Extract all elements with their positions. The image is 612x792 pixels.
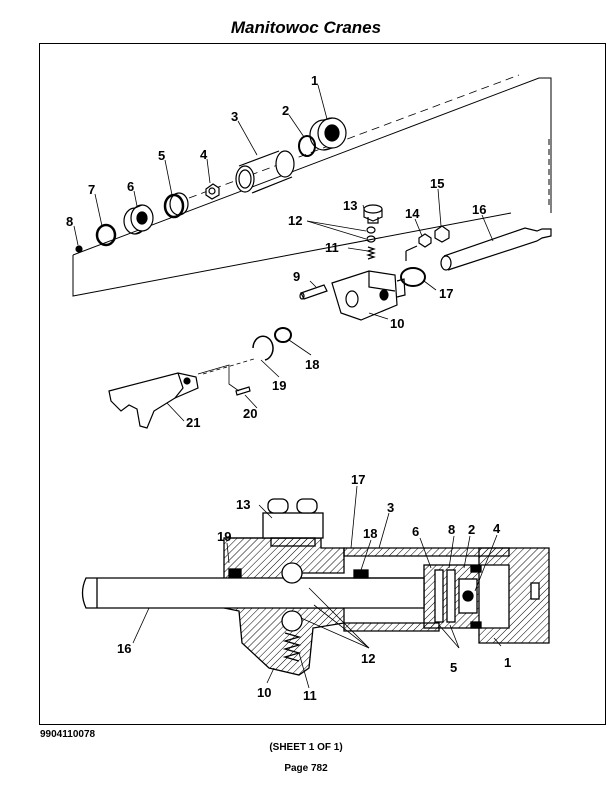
- part-jam-nut: [418, 233, 432, 248]
- callout-6: 6: [127, 179, 134, 194]
- part-clevis-fork: [108, 372, 199, 429]
- section-view: [81, 485, 550, 689]
- section-rod: [81, 577, 425, 609]
- callout-2: 2: [282, 103, 289, 118]
- section-lower-ball: [281, 610, 303, 632]
- section-callout-8: 8: [448, 522, 455, 537]
- callout-21: 21: [186, 415, 200, 430]
- section-callout-18: 18: [363, 526, 377, 541]
- part-gland-nut: [309, 117, 347, 151]
- section-callout-17: 17: [351, 472, 365, 487]
- part-o-ring-large: [400, 267, 426, 287]
- callout-9: 9: [293, 269, 300, 284]
- part-snap-ring-small: [274, 327, 292, 343]
- callout-20: 20: [243, 406, 257, 421]
- diagram-frame: [39, 43, 606, 725]
- section-callout-3: 3: [387, 500, 394, 515]
- callout-10: 10: [390, 316, 404, 331]
- part-set-screw: [75, 245, 83, 253]
- part-pin: [299, 284, 328, 300]
- diagram-labels: 1 2 3 4 5 6 7 8 9 10 11 12 13 14 15 16 1…: [66, 73, 511, 703]
- section-callout-13: 13: [236, 497, 250, 512]
- section-callout-19: 19: [217, 529, 231, 544]
- part-barrel: [235, 150, 295, 194]
- part-snap-ring: [252, 335, 274, 361]
- section-callout-16: 16: [117, 641, 131, 656]
- part-seal: [163, 192, 189, 219]
- section-spring: [282, 632, 302, 662]
- part-o-ring: [298, 135, 316, 157]
- section-seal-18: [353, 569, 369, 579]
- callout-18: 18: [305, 357, 319, 372]
- document-number: 9904110078: [40, 729, 96, 740]
- section-callout-1: 1: [504, 655, 511, 670]
- section-callout-4: 4: [493, 521, 501, 536]
- callout-7: 7: [88, 182, 95, 197]
- part-wear-ring: [95, 223, 117, 247]
- section-callout-12: 12: [361, 651, 375, 666]
- parts-diagram: 1 2 3 4 5 6 7 8 9 10 11 12 13 14 15 16 1…: [66, 73, 552, 703]
- callout-14: 14: [405, 206, 420, 221]
- section-callout-2: 2: [468, 522, 475, 537]
- section-seal-19: [228, 568, 242, 578]
- part-housing: [331, 270, 406, 321]
- callout-16: 16: [472, 202, 486, 217]
- callout-19: 19: [272, 378, 286, 393]
- callout-12: 12: [288, 213, 302, 228]
- callout-17: 17: [439, 286, 453, 301]
- callout-8: 8: [66, 214, 73, 229]
- section-upper-ball: [281, 562, 303, 584]
- sheet-indicator: (SHEET 1 OF 1): [269, 742, 343, 753]
- part-small-pin: [235, 386, 251, 396]
- callout-4: 4: [200, 147, 208, 162]
- page-title: Manitowoc Cranes: [230, 18, 382, 37]
- section-callout-6: 6: [412, 524, 419, 539]
- section-fitting: [262, 498, 324, 547]
- callout-5: 5: [158, 148, 165, 163]
- part-cap-nut: [434, 225, 450, 243]
- part-piston: [123, 204, 154, 235]
- part-check-balls: [366, 226, 376, 243]
- part-spring: [366, 246, 376, 260]
- callout-15: 15: [430, 176, 444, 191]
- page-number: Page 782: [284, 763, 328, 774]
- section-piston: [423, 564, 480, 629]
- part-rod: [440, 227, 552, 271]
- section-callout-10: 10: [257, 685, 271, 700]
- callout-3: 3: [231, 109, 238, 124]
- callout-13: 13: [343, 198, 357, 213]
- part-fitting: [363, 204, 383, 224]
- section-callout-11: 11: [303, 688, 317, 703]
- callout-11: 11: [325, 240, 339, 255]
- exploded-view: [72, 74, 552, 429]
- section-callout-5: 5: [450, 660, 457, 675]
- part-nut: [205, 183, 220, 200]
- callout-1: 1: [311, 73, 318, 88]
